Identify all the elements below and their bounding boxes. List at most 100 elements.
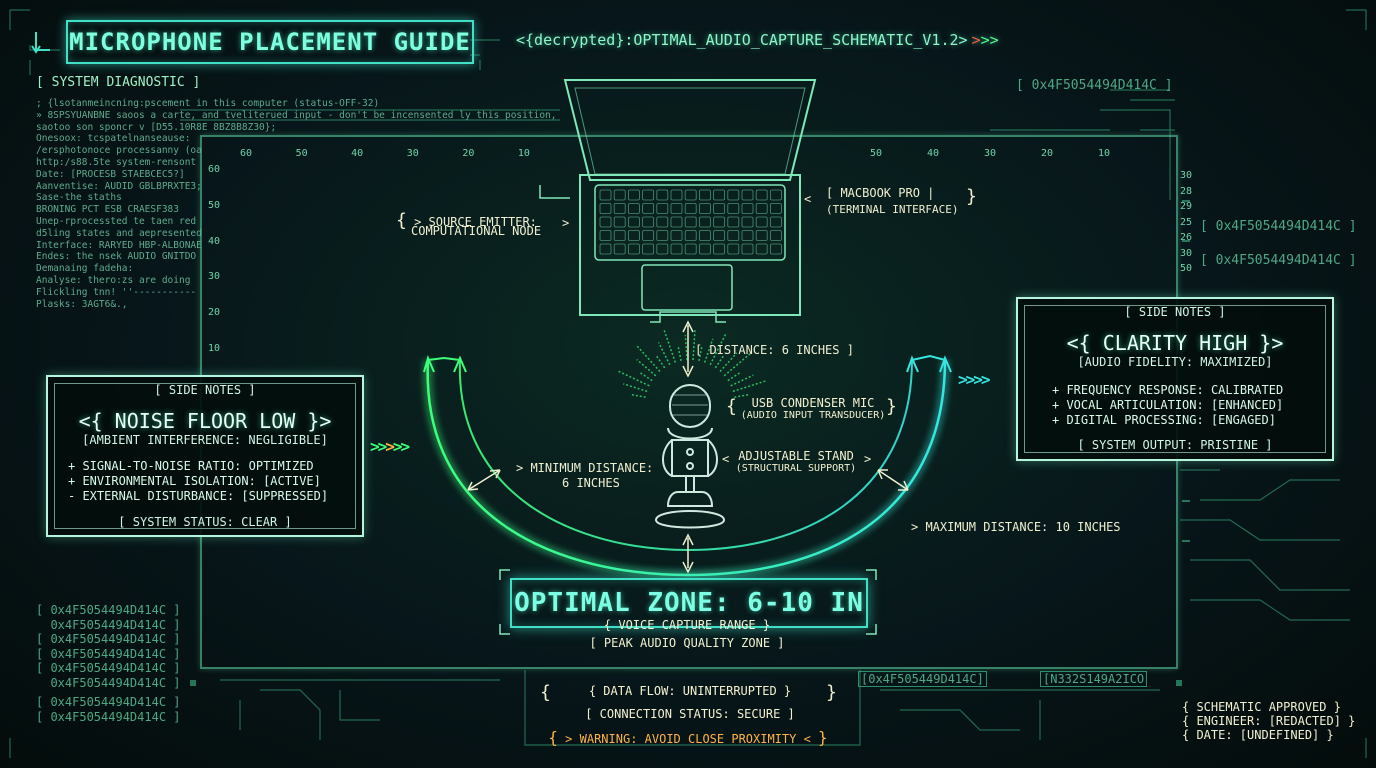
panel-title: <{ NOISE FLOOR LOW }> <box>78 409 332 433</box>
mic-sub-label: (AUDIO INPUT TRANSDUCER) <box>740 410 886 421</box>
macbook-label: [ MACBOOK PRO | <box>826 186 935 200</box>
keyboard-key <box>727 189 740 201</box>
keyboard-key <box>755 243 768 255</box>
keyboard-key <box>755 216 768 228</box>
hex-top-right: [ 0x4F5054494D414C ] <box>1016 78 1173 93</box>
keyboard-key <box>755 189 768 201</box>
ruler-tick-label: 20 <box>208 307 221 319</box>
keyboard-key <box>698 189 711 201</box>
signal-ray <box>730 374 754 387</box>
keyboard-key <box>670 189 683 201</box>
keyboard-key <box>599 189 612 201</box>
keyboard-key <box>684 203 697 214</box>
signal-ray <box>655 355 666 369</box>
signal-ray <box>663 330 677 363</box>
keyboard-key <box>741 243 754 255</box>
keyboard-key <box>642 243 654 255</box>
signal-ray <box>630 393 646 398</box>
panel-item: + SIGNAL-TO-NOISE RATIO: OPTIMIZED <box>68 459 314 473</box>
title-box: MICROPHONE PLACEMENT GUIDE <box>66 20 474 64</box>
hex-entry: 0x4F5054494D414C ] <box>36 617 181 632</box>
source-emitter-sub: COMPUTATIONAL NODE <box>411 224 542 238</box>
keyboard-key <box>684 243 697 255</box>
stand-name-label: ADJUSTABLE STAND <box>738 449 854 463</box>
ruler-tick-label: 60 <box>208 164 221 175</box>
min-distance-label: > MINIMUM DISTANCE: <box>516 461 654 475</box>
mic-bracket-right: } <box>886 396 897 417</box>
voice-capture-label: { VOICE CAPTURE RANGE } <box>603 618 771 632</box>
title-arrow-icon <box>31 32 50 54</box>
keyboard-key <box>613 189 626 201</box>
keyboard-key <box>599 216 612 228</box>
panel-status: [ SYSTEM OUTPUT: PRISTINE ] <box>1077 438 1273 452</box>
keyboard-key <box>613 243 626 255</box>
macbook-bracket: } <box>966 186 977 207</box>
stand-sub-label: (STRUCTURAL SUPPORT) <box>735 463 857 474</box>
keyboard-key <box>613 203 626 214</box>
hex-list-left: [ 0x4F5054494D414C ] 0x4F5054494D414C ][… <box>36 603 181 690</box>
keyboard-key <box>769 216 782 228</box>
keyboard-key <box>656 203 669 214</box>
panel-item: + FREQUENCY RESPONSE: CALIBRATED <box>1052 383 1284 397</box>
hex-entry: [ 0x4F5054494D414C ] <box>36 646 181 661</box>
min-distance-value: 6 INCHES <box>562 476 620 490</box>
ruler-tick-label: 29 <box>1180 201 1193 212</box>
connection-status-label: [ CONNECTION STATUS: SECURE ] <box>585 707 795 721</box>
system-diagnostic-label: [ SYSTEM DIAGNOSTIC ] <box>36 75 201 90</box>
signal-ray <box>698 346 703 362</box>
signal-ray <box>719 352 738 373</box>
panel-subtitle: [AUDIO FIDELITY: MAXIMIZED] <box>1077 355 1273 369</box>
noise-floor-panel: [ SIDE NOTES ] <{ NOISE FLOOR LOW }> [AM… <box>46 375 364 537</box>
signal-ray <box>703 338 714 363</box>
signal-ray <box>714 355 725 369</box>
ruler-tick-label: 20 <box>1040 148 1053 159</box>
keyboard-key <box>599 243 612 255</box>
peak-quality-label: [ PEAK AUDIO QUALITY ZONE ] <box>589 636 785 650</box>
ruler-tick-label: 60 <box>240 148 253 159</box>
optimal-zone-title: OPTIMAL ZONE: 6-10 IN <box>514 588 864 618</box>
signal-ray <box>623 383 648 393</box>
page-title: MICROPHONE PLACEMENT GUIDE <box>69 28 471 56</box>
keyboard-key <box>727 243 740 255</box>
keyboard-key <box>642 203 654 214</box>
ruler-tick-label: 50 <box>1180 263 1193 274</box>
hex-list-left-bottom: [ 0x4F5054494D414C ][ 0x4F5054494D414C ] <box>36 695 181 724</box>
macbook-sub: (TERMINAL INTERFACE) <box>826 203 959 216</box>
signal-ray <box>684 335 688 361</box>
keyboard-key <box>713 189 726 201</box>
keyboard-key <box>727 203 740 214</box>
warning-label: { > WARNING: AVOID CLOSE PROXIMITY < } <box>548 728 828 747</box>
keyboard-key <box>628 230 640 241</box>
mic-bracket-left: { <box>726 396 737 417</box>
mic-name-label: USB CONDENSER MIC <box>751 396 875 410</box>
laptop-illustration <box>563 79 817 316</box>
ruler-tick-label: 30 <box>208 271 221 283</box>
stand-arrow-left-icon: < <box>722 452 730 466</box>
keyboard-key <box>741 230 754 241</box>
keyboard-key <box>769 203 782 214</box>
keyboard-key <box>713 216 726 228</box>
hex-entry: [ 0x4F5054494D414C ] <box>36 709 181 724</box>
microphone-illustration <box>654 384 726 529</box>
keyboard-key <box>713 230 726 241</box>
ruler-tick-label: 50 <box>208 199 221 211</box>
signal-ray <box>639 371 653 382</box>
keyboard-key <box>628 203 640 214</box>
keyboard-key <box>684 189 697 201</box>
ruler-tick-label: 10 <box>517 148 530 159</box>
signal-ray <box>727 371 741 382</box>
keyboard-key <box>741 216 754 228</box>
panel-items: + SIGNAL-TO-NOISE RATIO: OPTIMIZED+ ENVI… <box>68 459 328 504</box>
footer-bracket-left: { <box>540 682 551 703</box>
hex-footer-a: [0x4F505449D414C] <box>858 671 987 687</box>
keyboard-key <box>656 230 669 241</box>
signal-ray <box>709 333 727 366</box>
keyboard-key <box>769 189 782 201</box>
ruler-tick-label: 10 <box>1097 148 1110 159</box>
keyboard-key <box>741 203 754 214</box>
engineer-label: { ENGINEER: [REDACTED] } <box>1182 714 1356 728</box>
distance-label: [ DISTANCE: 6 INCHES ] <box>695 343 854 357</box>
keyboard-key <box>769 230 782 241</box>
ruler-tick-label: 30 <box>1180 170 1193 181</box>
